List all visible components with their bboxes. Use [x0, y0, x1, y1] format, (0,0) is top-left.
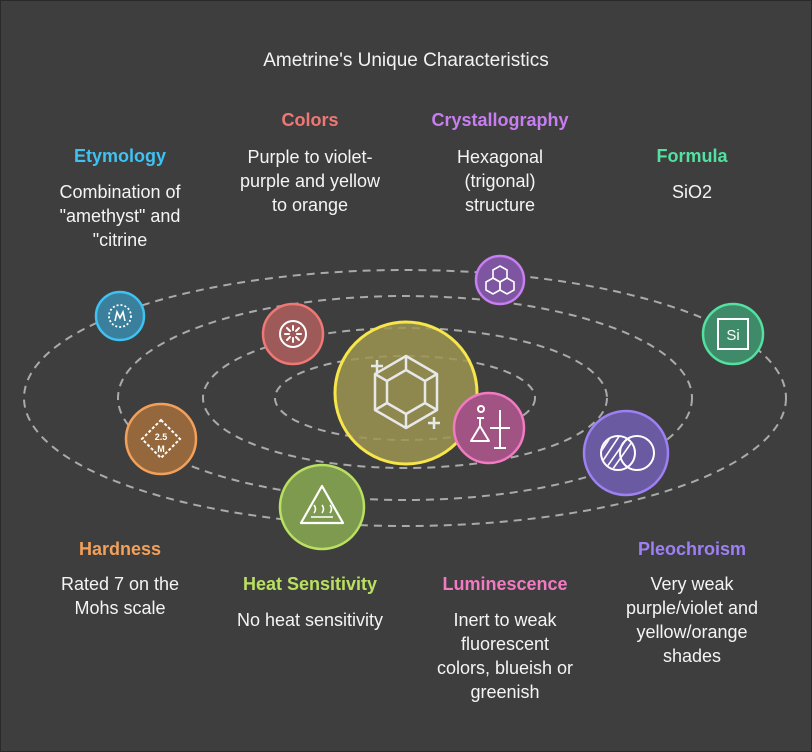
lab-flask-icon — [452, 391, 526, 465]
etymology-label: Etymology — [73, 146, 166, 166]
svg-text:Si: Si — [726, 327, 739, 344]
formula-label: Formula — [656, 146, 728, 166]
heat-sensitivity-label: Heat Sensitivity — [242, 574, 378, 594]
hardness-desc: Rated 7 on the Mohs scale — [60, 574, 180, 618]
orbit-middle — [117, 295, 693, 501]
luminescence-label: Luminescence — [442, 574, 568, 594]
etymology-icon — [94, 290, 146, 342]
hardness-label: Hardness — [78, 539, 162, 559]
gem-icon — [333, 320, 479, 466]
svg-text:M: M — [157, 444, 165, 454]
colors-desc: Purple to violet- purple and yellow to o… — [239, 147, 381, 215]
colors-label: Colors — [281, 110, 339, 130]
pleochroism-icon — [582, 409, 670, 497]
crystallography-desc: Hexagonal (trigonal) structure — [456, 147, 544, 215]
pleochroism-desc: Very weak purple/violet and yellow/orang… — [625, 574, 759, 666]
crystallography-label: Crystallography — [431, 110, 569, 130]
hexagon-cluster-icon — [474, 254, 526, 306]
etymology-desc: Combination of "amethyst" and "citrine — [59, 182, 181, 250]
orbit-outer — [23, 269, 787, 527]
formula-desc: SiO2 — [671, 182, 713, 202]
luminescence-desc: Inert to weak fluorescent colors, blueis… — [436, 610, 574, 702]
color-burst-icon — [261, 302, 325, 366]
diagram-title: Ametrine's Unique Characteristics — [263, 50, 549, 71]
heat-sensitivity-desc: No heat sensitivity — [236, 610, 384, 630]
pleochroism-label: Pleochroism — [637, 539, 747, 559]
silicon-element-icon: Si — [701, 302, 765, 366]
heat-warning-icon — [278, 463, 366, 551]
svg-text:2.5: 2.5 — [155, 432, 168, 442]
mohs-hardness-icon: 2.5 M — [124, 402, 198, 476]
